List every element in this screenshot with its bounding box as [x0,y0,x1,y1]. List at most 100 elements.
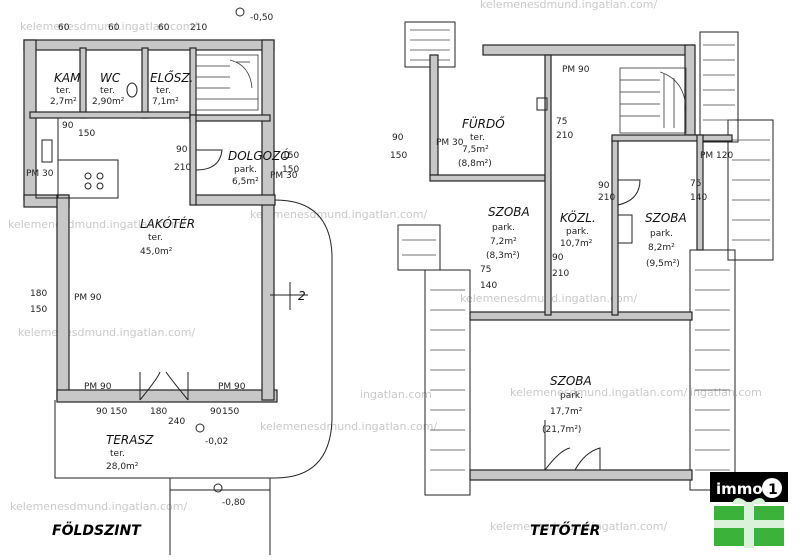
dimension: 210 [556,131,573,141]
dimension: 90 [176,145,188,155]
toilet-icon [126,82,138,98]
room-area: 8,2m² [648,243,675,253]
room-area: 7,5m² [462,145,489,155]
parapet-label: PM 30 [26,169,54,179]
room-sub: ter. [110,449,125,459]
dimension: 75 [556,117,567,127]
room-sub: ter. [100,86,115,96]
gift-bow [732,498,766,504]
attic-caption: TETŐTÉR [530,521,600,539]
dimension: 150 [78,129,95,139]
attic-dimensions: 90 150 75 210 90 210 90 210 75 140 75 14… [390,65,734,291]
room-sub: ter. [470,133,485,143]
wall [189,114,197,206]
wall [469,469,693,481]
ground-stairs [195,54,259,111]
wall [141,47,149,119]
roof-hatch [402,29,770,471]
watermark-text: kelemenesdmund.ingatlan.com/ [260,420,437,433]
room-sub: park. [492,223,515,233]
wall [611,134,733,142]
door-swing [544,420,571,471]
room-name: DOLGOZÓ [228,148,290,163]
room-name: SZOBA [488,205,530,219]
wall [684,44,696,136]
room-name: WC [100,71,121,85]
ground-floor-plan: 2 -0,50 -0,02 -0,80 KAM ter. 2,7m² WC te… [23,7,333,555]
room-area: 6,5m² [232,177,259,187]
wall [56,194,70,401]
dimension: 180 [30,289,47,299]
dimension: 150 [30,305,47,315]
dimension: 150 [390,151,407,161]
room-name: KAM [54,71,81,85]
dimension: 90 [62,121,74,131]
stove-icon [96,182,104,190]
door-swing [195,149,223,171]
attic-plan: FÜRDŐ ter. 7,5m² (8,8m²) SZOBA park. 7,2… [390,21,774,539]
roof-slope [699,31,739,143]
room-name: ELŐSZ. [150,70,193,85]
parapet-label: PM 30 [436,138,464,148]
room-gross: (9,5m²) [646,259,680,269]
ground-dimensions: 60 60 60 210 90 210 150 150 180 150 90 1… [26,23,299,427]
room-name: FÜRDŐ [462,115,505,131]
sink-icon [41,139,53,163]
kitchen-counter [35,117,59,199]
attic-stairs [619,67,687,134]
watermark-text: kelemenesdmund.ingatlan.com/ [490,520,667,533]
dimension: 180 [150,407,167,417]
room-gross: (21,7m²) [542,425,581,435]
roof-window [397,224,441,271]
room-area: 7,2m² [490,237,517,247]
room-dolgozo: DOLGOZÓ park. 6,5m² [228,148,290,187]
room-szoba-2: SZOBA park. 8,2m² (9,5m²) [645,211,687,269]
dimension: 150 [282,165,299,175]
wall [611,139,619,316]
room-area: 17,7m² [550,407,583,417]
room-sub: ter. [148,233,163,243]
dimension: 90 [392,133,404,143]
chimney [536,97,548,111]
room-sub: park. [234,165,257,175]
room-furdo: FÜRDŐ ter. 7,5m² (8,8m²) [458,115,505,169]
gift-ribbon [714,520,784,528]
room-lakoter: LAKÓTÉR ter. 45,0m² [140,216,195,257]
dimension: 60 [158,23,170,33]
room-gross: (8,3m²) [486,251,520,261]
wall [696,134,704,251]
wall [29,111,196,119]
section-mark: 2 [298,289,306,303]
dimension: 150 [282,151,299,161]
dimension: 210 [552,269,569,279]
roof-slope [424,269,471,496]
watermark-text: kelemenesdmund.ingatlan.com/ [8,218,185,231]
dimension: PM 120 [700,151,734,161]
room-gross: (8,8m²) [458,159,492,169]
dimension: 90 [552,253,564,263]
terrace-outline [54,199,333,479]
dimension: 150 [110,407,127,417]
watermark-text: kelemenesdmund.ingatlan.com/ [250,208,427,221]
parapet-label: PM 90 [84,382,112,392]
room-sub: park. [560,391,583,401]
wall [56,389,278,403]
wall [482,44,694,56]
logo-digit: 1 [768,482,778,498]
dimension: 210 [598,193,615,203]
wall [469,311,693,321]
dimension: 210 [190,23,207,33]
level-marker-icon [235,7,245,17]
room-sub: ter. [56,86,71,96]
wall [23,39,275,51]
room-area: 10,7m² [560,239,593,249]
room-area: 28,0m² [106,462,139,472]
room-szoba-3: SZOBA park. 17,7m² (21,7m²) [542,374,592,435]
dimension: 60 [58,23,70,33]
door-swing [574,447,601,471]
logo-text: immo [716,480,763,498]
wall [261,194,275,401]
door-swing [139,371,161,401]
wall [79,47,87,119]
